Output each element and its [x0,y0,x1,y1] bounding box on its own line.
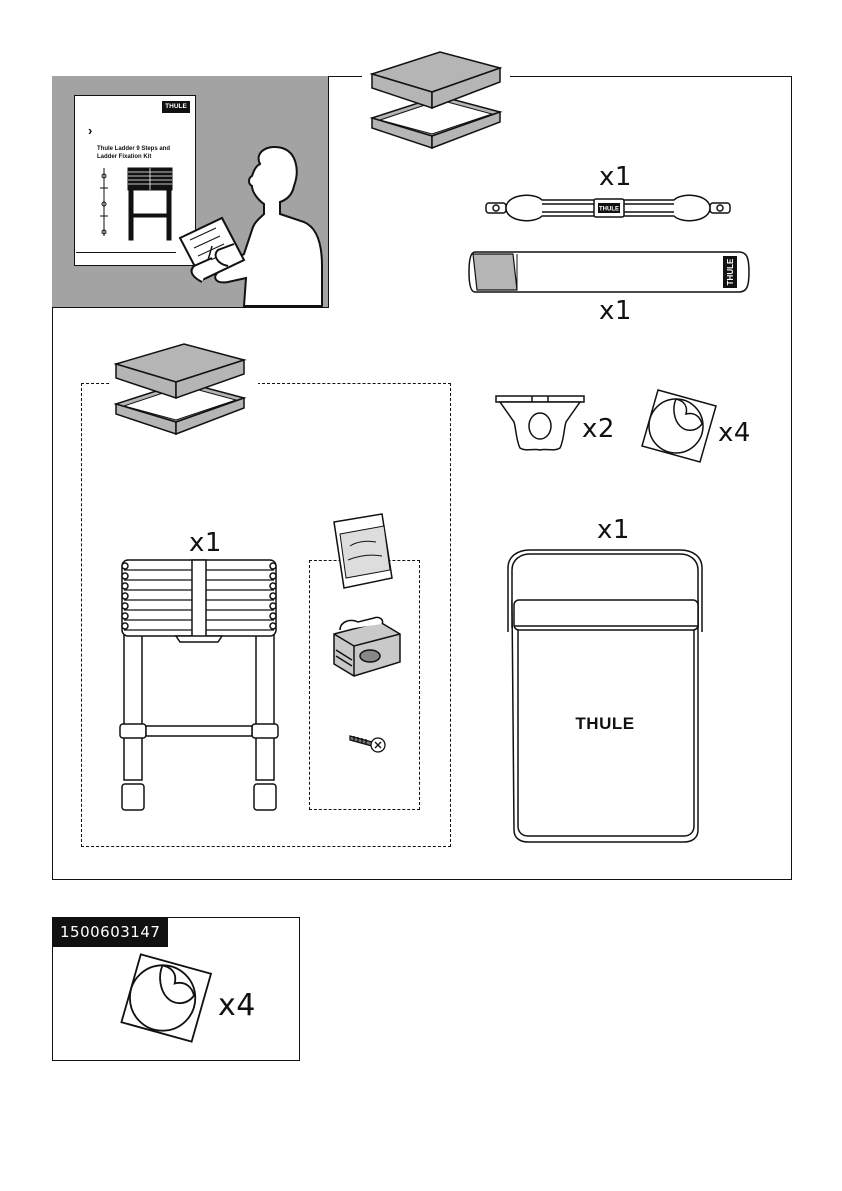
storage-bag-illustration [500,548,710,844]
hardware-frame [309,560,420,810]
hardware-bag-icon [332,512,394,590]
strap-logo: THULE [726,258,735,285]
telescopic-ladder-illustration [114,554,284,816]
manual-ladder-sketch [96,164,180,244]
person-reading-manual-illustration [172,142,328,308]
bracket-illustration [494,392,586,454]
part-number-badge: 1500603147 [52,917,168,947]
manual-title-line2: Ladder Fixation Kit [97,153,151,161]
package-box-icon [112,342,248,446]
strap-quantity: x1 [599,296,632,326]
package-box-icon [368,48,504,152]
thule-logo-small: THULE [162,101,190,113]
fixation-bar-logo: THULE [599,207,619,213]
bag-quantity: x1 [597,515,630,545]
adhesive-pad-illustration [638,388,718,464]
mounting-clip-icon [328,614,404,680]
manual-page-rule [76,252,176,253]
thule-logo-text: THULE [165,103,187,110]
adhesive-pad-illustration [116,952,214,1044]
bag-logo: THULE [574,714,636,734]
bracket-quantity: x2 [582,414,615,444]
manual-chevron: › [88,124,92,138]
strap-illustration: THULE [469,248,751,296]
adhesive-pad-quantity: x4 [718,418,751,448]
screw-icon [348,730,388,754]
manual-title-line1: Thule Ladder 9 Steps and [97,145,170,153]
accessory-quantity: x4 [218,988,256,1023]
fixation-bar-illustration: THULE [482,188,734,228]
